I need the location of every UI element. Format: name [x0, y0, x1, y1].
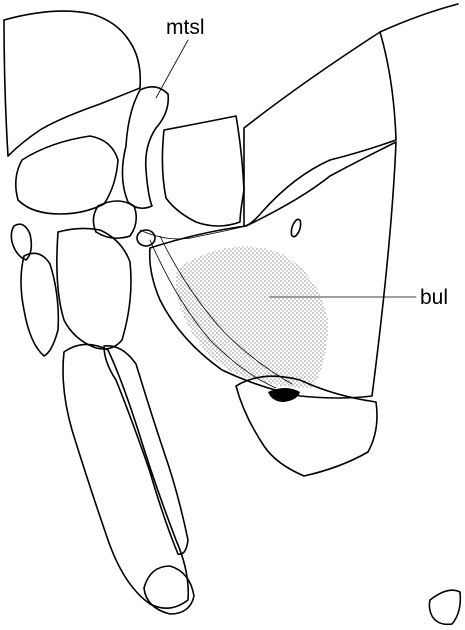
left-lobe-lower [21, 253, 58, 356]
corner-fragment [429, 590, 460, 624]
tibia-segment [104, 346, 188, 554]
pleural-region [162, 116, 244, 226]
upper-left-sclerite [16, 136, 118, 214]
curved-sclerite [122, 87, 168, 208]
mtsl-leader-line [156, 40, 188, 98]
label-mtsl: mtsl [166, 16, 205, 39]
bulla-inner [176, 247, 328, 388]
femur-segment [63, 344, 188, 608]
spiracle [289, 218, 302, 238]
label-bul: bul [420, 286, 448, 309]
upper-triangular-plate [4, 11, 140, 156]
coxa [57, 228, 131, 349]
lower-right-plate [236, 376, 377, 476]
right-notum-plate [244, 32, 396, 226]
antenna-line [380, 4, 458, 32]
